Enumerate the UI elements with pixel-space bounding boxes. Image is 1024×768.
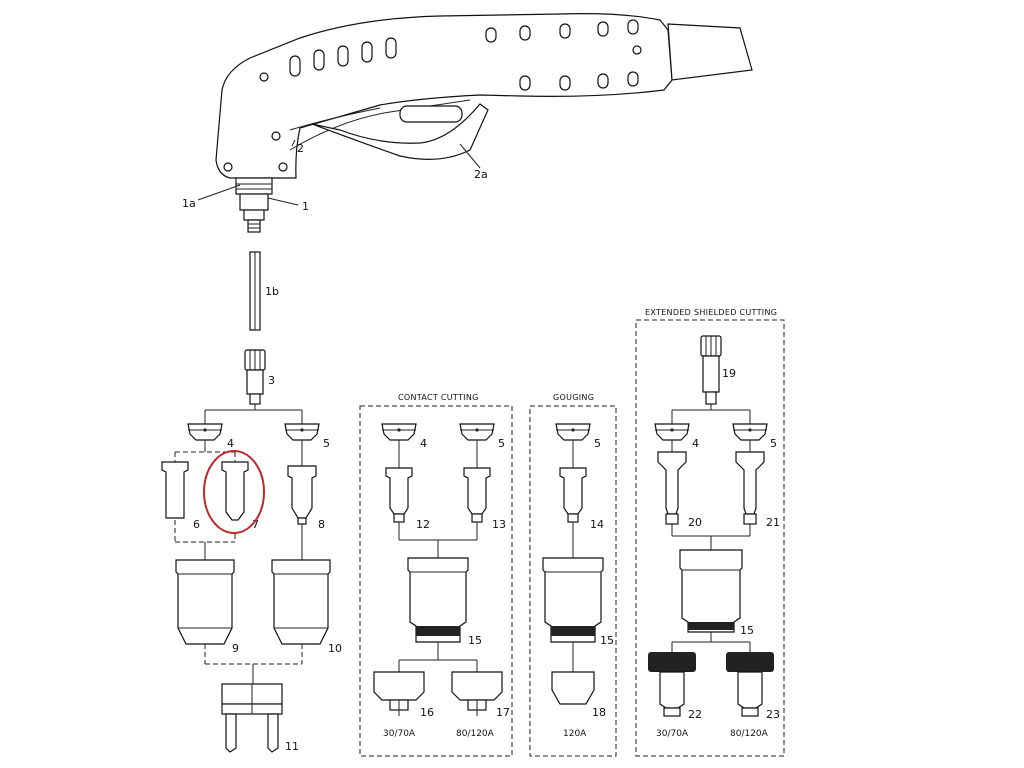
label-14: 14 — [590, 518, 604, 531]
label-4-cc: 4 — [420, 437, 427, 450]
label-9: 9 — [232, 642, 239, 655]
contact-cutting-group: CONTACT CUTTING 4 5 12 13 15 16 30/ — [359, 393, 513, 757]
label-1a: 1a — [182, 197, 196, 210]
label-23: 23 — [766, 708, 780, 721]
label-5-left: 5 — [323, 437, 330, 450]
label-16: 16 — [420, 706, 434, 719]
amp-23: 80/120A — [730, 729, 769, 739]
label-2: 2 — [297, 142, 304, 155]
label-15-cc: 15 — [468, 634, 482, 647]
electrode: 3 — [244, 349, 275, 405]
label-21: 21 — [766, 516, 780, 529]
extended-shielded-title: EXTENDED SHIELDED CUTTING — [645, 308, 777, 317]
amp-17: 80/120A — [456, 729, 495, 739]
label-6: 6 — [193, 518, 200, 531]
label-17: 17 — [496, 706, 510, 719]
highlight-circle — [203, 450, 265, 534]
label-12: 12 — [416, 518, 430, 531]
label-20: 20 — [688, 516, 702, 529]
label-22: 22 — [688, 708, 702, 721]
label-15-es: 15 — [740, 624, 754, 637]
label-19: 19 — [722, 367, 736, 380]
amp-22: 30/70A — [656, 729, 689, 739]
head-fitting — [235, 177, 273, 233]
label-4-es: 4 — [692, 437, 699, 450]
label-10: 10 — [328, 642, 342, 655]
label-5-g: 5 — [594, 437, 601, 450]
label-15-g: 15 — [600, 634, 614, 647]
label-7: 7 — [252, 518, 259, 531]
contact-cutting-title: CONTACT CUTTING — [398, 393, 479, 402]
torch-body — [215, 13, 753, 179]
handle-vents — [289, 19, 639, 91]
label-13: 13 — [492, 518, 506, 531]
left-standard-parts: 4 5 6 7 8 9 — [161, 404, 342, 753]
amp-18: 120A — [563, 729, 587, 739]
label-5-es: 5 — [770, 437, 777, 450]
label-18: 18 — [592, 706, 606, 719]
label-8: 8 — [318, 518, 325, 531]
gas-tube: 1b — [249, 251, 279, 331]
gouging-title: GOUGING — [553, 393, 594, 402]
label-2a: 2a — [474, 168, 488, 181]
label-5-cc: 5 — [498, 437, 505, 450]
label-1b: 1b — [265, 285, 279, 298]
body-screws — [223, 45, 642, 172]
label-11: 11 — [285, 740, 299, 753]
gouging-group: GOUGING 5 14 15 18 120A — [529, 393, 617, 757]
spacer-11: 11 — [221, 683, 299, 753]
extended-shielded-group: EXTENDED SHIELDED CUTTING 19 4 5 20 21 — [635, 308, 785, 757]
label-4-left: 4 — [227, 437, 234, 450]
amp-16: 30/70A — [383, 729, 416, 739]
label-3: 3 — [268, 374, 275, 387]
label-1: 1 — [302, 200, 309, 213]
